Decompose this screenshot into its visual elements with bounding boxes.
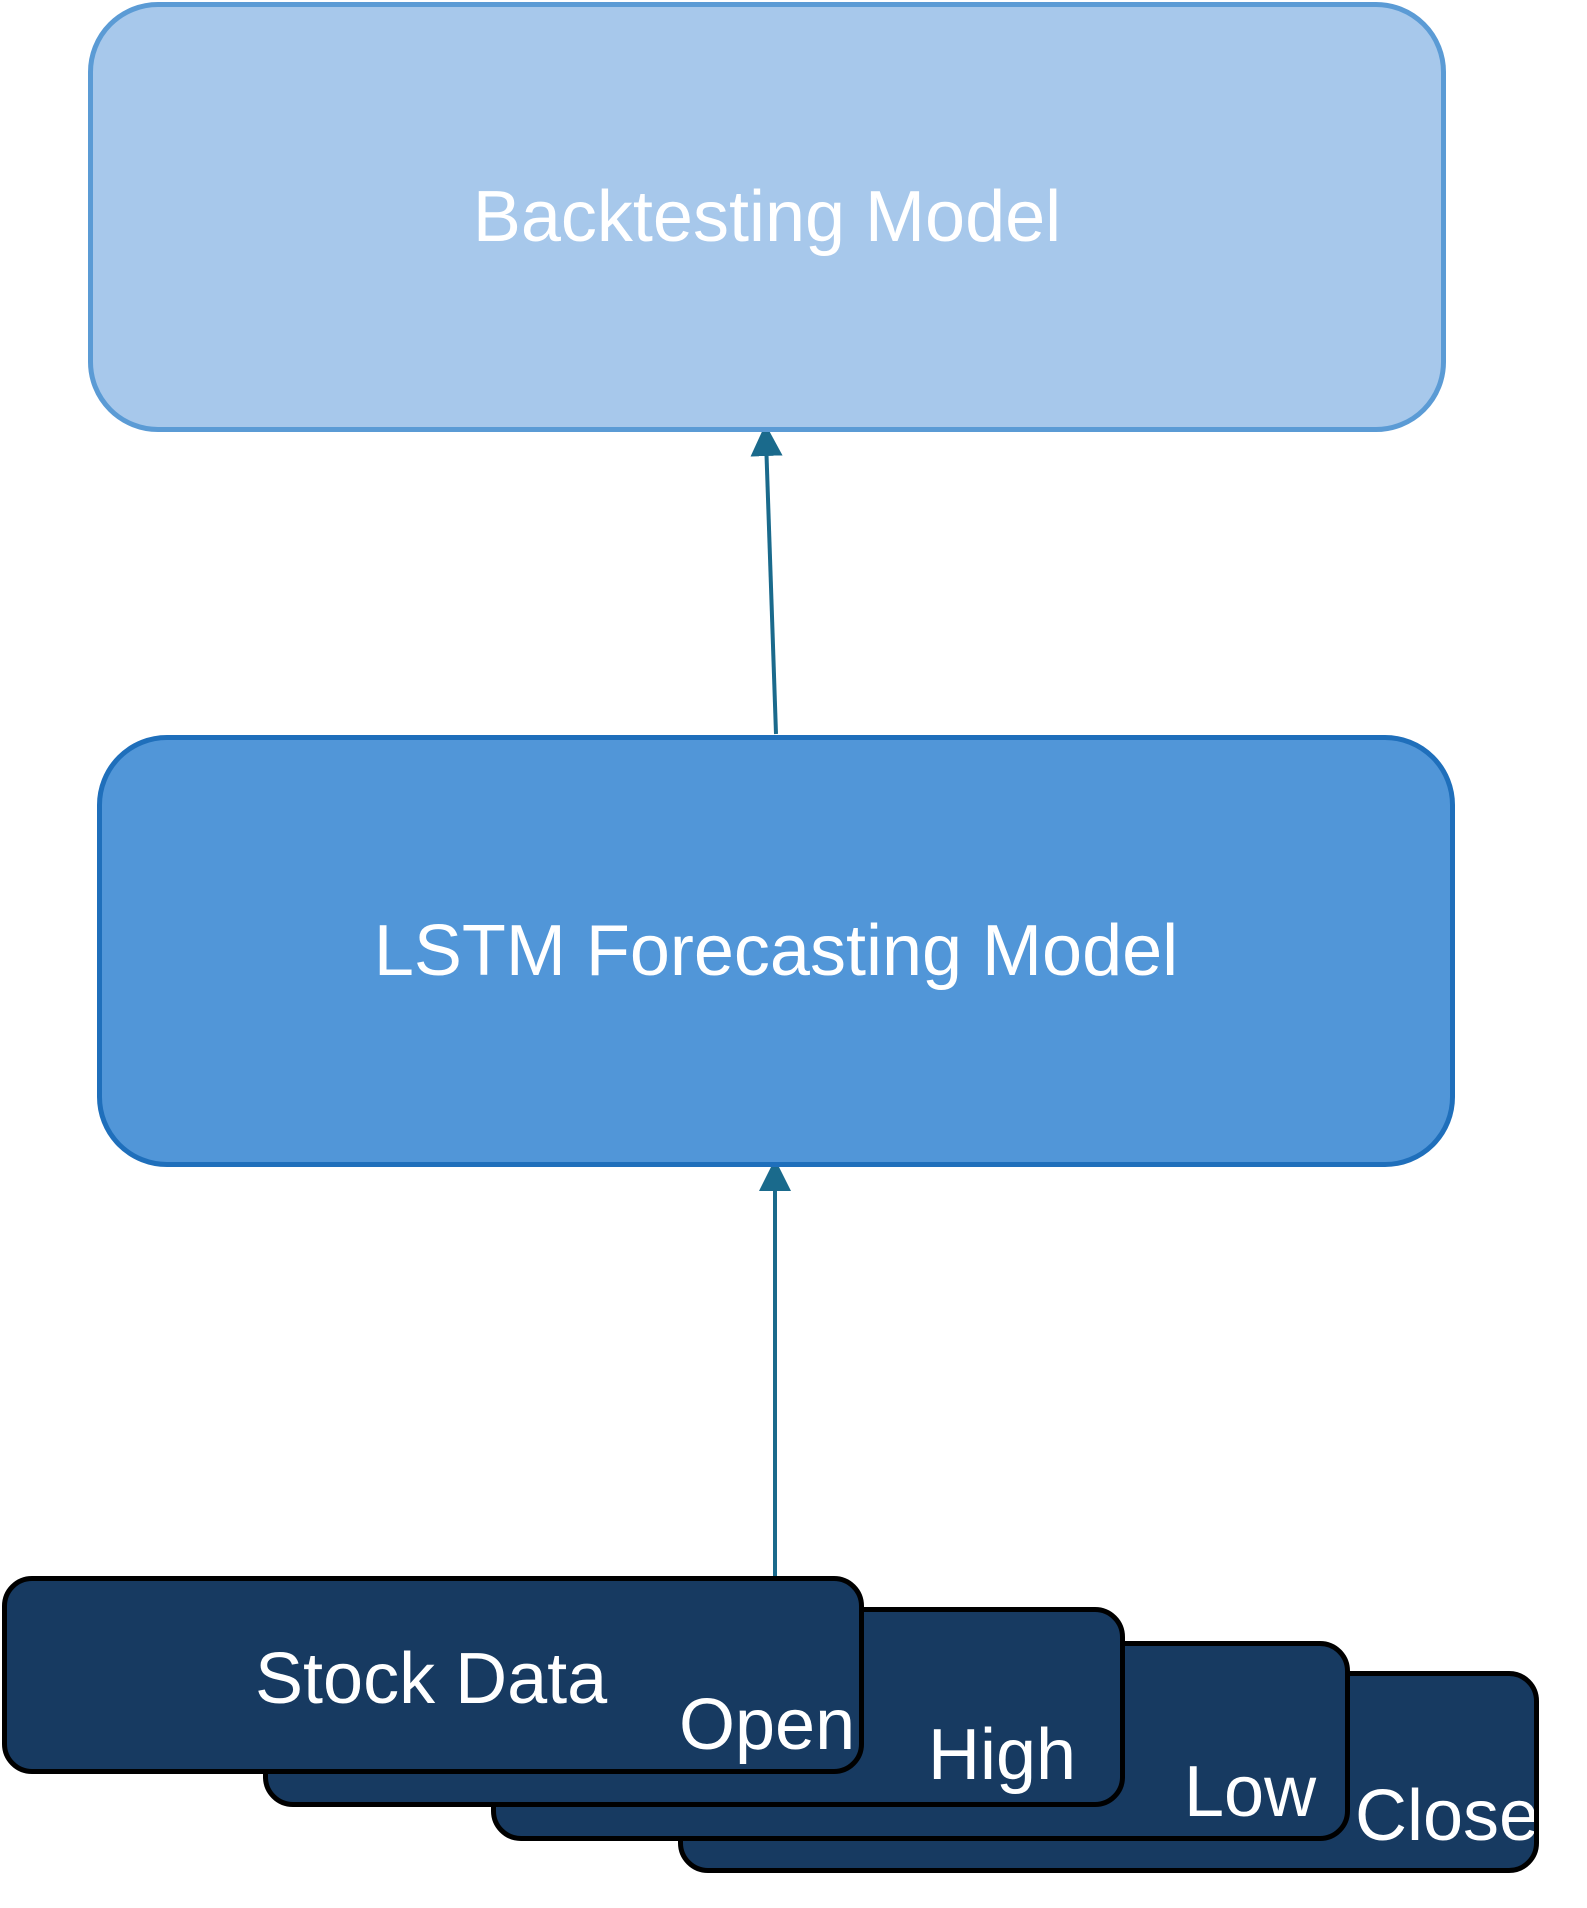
backtesting-model-box: Backtesting Model	[88, 2, 1446, 432]
lstm-forecasting-model-label: LSTM Forecasting Model	[373, 911, 1179, 991]
high-label: High	[928, 1715, 1077, 1795]
lstm-forecasting-model-box: LSTM Forecasting Model	[97, 735, 1455, 1167]
close-label: Close	[1355, 1776, 1539, 1856]
stock-data-label: Stock Data	[255, 1639, 608, 1719]
backtesting-model-label: Backtesting Model	[472, 177, 1062, 257]
stock-data-card: Stock Data Open	[2, 1576, 864, 1774]
arrow-lstm-to-backtesting	[750, 424, 783, 735]
open-label: Open	[679, 1685, 856, 1765]
low-label: Low	[1184, 1752, 1317, 1832]
